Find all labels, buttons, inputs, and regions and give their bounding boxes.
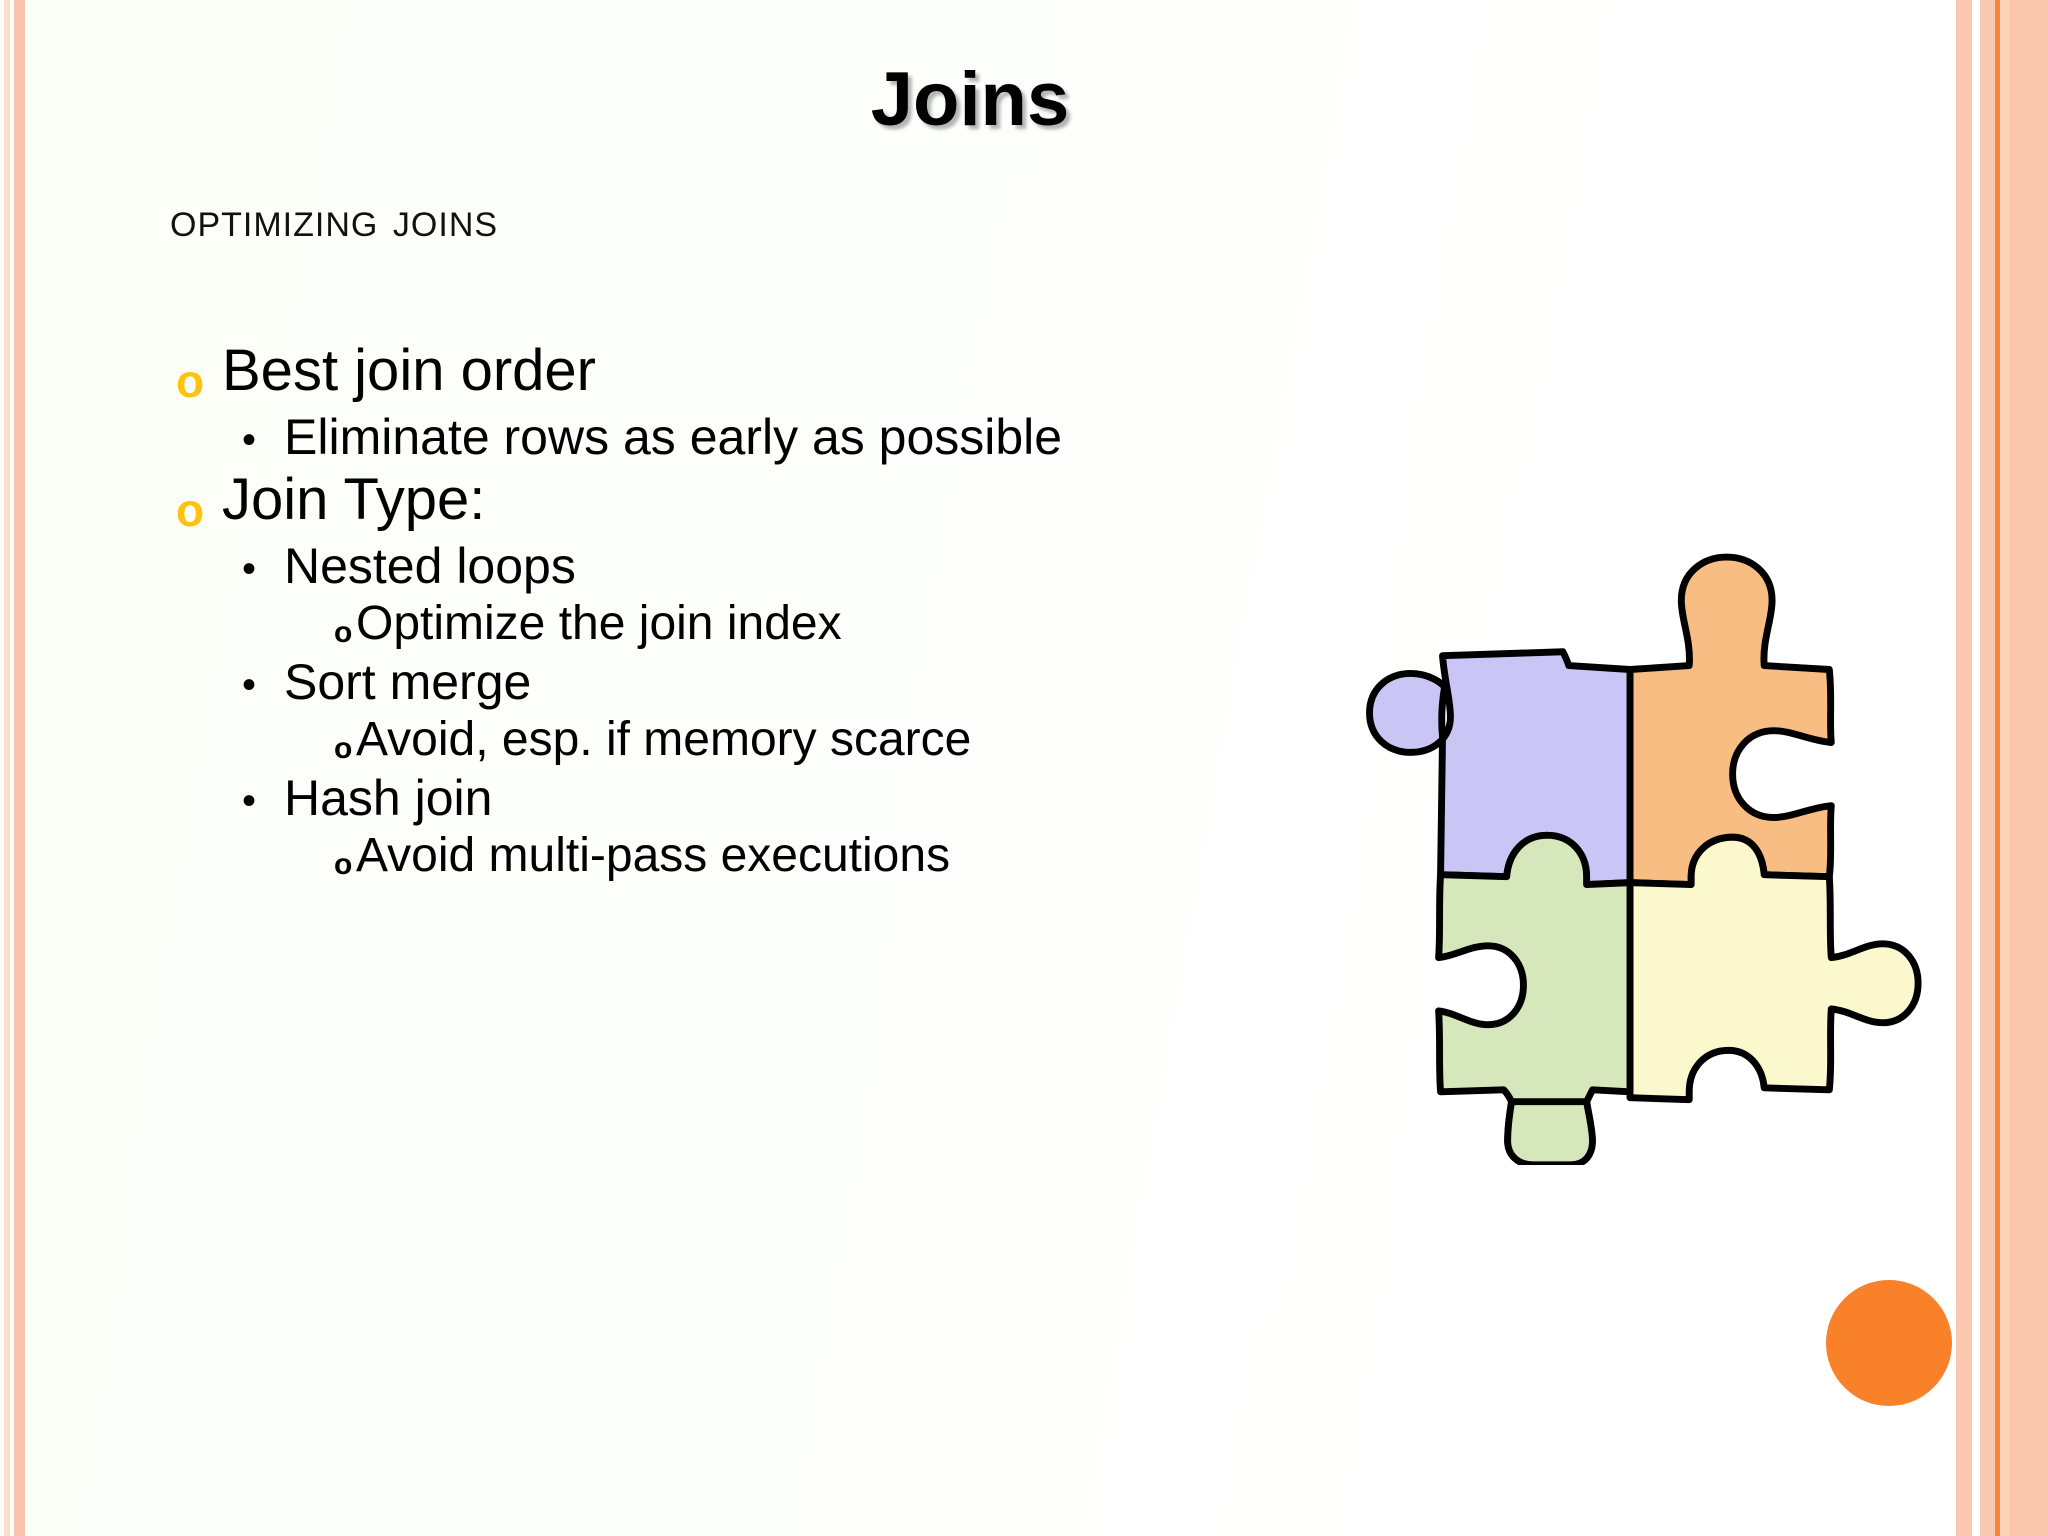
right-border-stripe-2	[1980, 0, 1995, 1536]
puzzle-piece-top-left	[1366, 648, 1634, 889]
jigsaw-puzzle-icon	[1334, 545, 1926, 1165]
list-item: o Join Type:	[176, 467, 1356, 536]
bullet-text: Best join order	[222, 338, 596, 403]
list-item: o Optimize the join index	[334, 597, 1356, 651]
right-border-stripe-5	[2010, 0, 2048, 1536]
right-border-stripe-4	[2000, 0, 2010, 1536]
bullet-marker-level3: o	[334, 847, 353, 881]
slide-subtitle: Optimizing Joins	[170, 193, 499, 247]
slide-title: Joins	[870, 57, 1070, 142]
bullet-marker-level2: •	[242, 778, 257, 823]
bullet-marker-level2: •	[242, 662, 257, 707]
left-border-stripe-medium	[14, 0, 25, 1536]
bullet-text: Avoid multi-pass executions	[356, 828, 951, 882]
bullet-marker-level1: o	[176, 484, 205, 536]
list-item: o Avoid, esp. if memory scarce	[334, 712, 1356, 767]
bullet-marker-level3: o	[334, 731, 353, 765]
bullet-text: Avoid, esp. if memory scarce	[356, 712, 972, 766]
list-item: • Eliminate rows as early as possible	[242, 410, 1356, 465]
bullet-text: Nested loops	[284, 538, 576, 594]
bullet-marker-level3: o	[334, 616, 353, 649]
left-border-stripe-light	[4, 0, 10, 1536]
puzzle-piece-bottom-left-knob	[1504, 1098, 1596, 1165]
bullet-text: Eliminate rows as early as possible	[284, 409, 1063, 465]
bullet-marker-level2: •	[242, 418, 257, 462]
list-item: • Sort merge	[242, 653, 1356, 710]
list-item: o Avoid multi-pass executions	[334, 828, 1356, 883]
puzzle-piece-bottom-right	[1626, 833, 1922, 1104]
list-item: • Nested loops	[242, 539, 1356, 594]
bullet-text: Sort merge	[284, 653, 532, 710]
right-border-stripe-accent	[1995, 0, 2000, 1536]
bullet-marker-level2: •	[242, 547, 257, 591]
bullet-text: Optimize the join index	[356, 597, 842, 650]
orange-accent-dot	[1826, 1280, 1952, 1406]
bullet-text: Hash join	[284, 769, 493, 826]
list-item: o Best join order	[176, 338, 1356, 407]
bullet-marker-level1: o	[176, 355, 205, 407]
bullet-list: o Best join order • Eliminate rows as ea…	[176, 338, 1356, 886]
right-border-stripe-1	[1956, 0, 1972, 1536]
bullet-text: Join Type:	[222, 467, 486, 532]
list-item: • Hash join	[242, 769, 1356, 826]
